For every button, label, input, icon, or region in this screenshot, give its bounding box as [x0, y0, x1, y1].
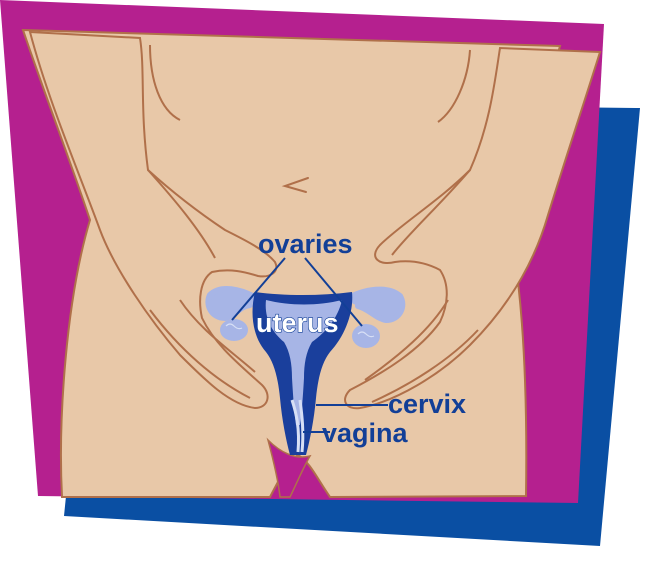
- label-ovaries: ovaries: [258, 229, 353, 259]
- label-vagina: vagina: [322, 418, 409, 448]
- right-ovary: [352, 324, 380, 348]
- label-uterus: uterus: [256, 308, 339, 338]
- label-cervix: cervix: [388, 389, 466, 419]
- left-ovary: [220, 319, 248, 341]
